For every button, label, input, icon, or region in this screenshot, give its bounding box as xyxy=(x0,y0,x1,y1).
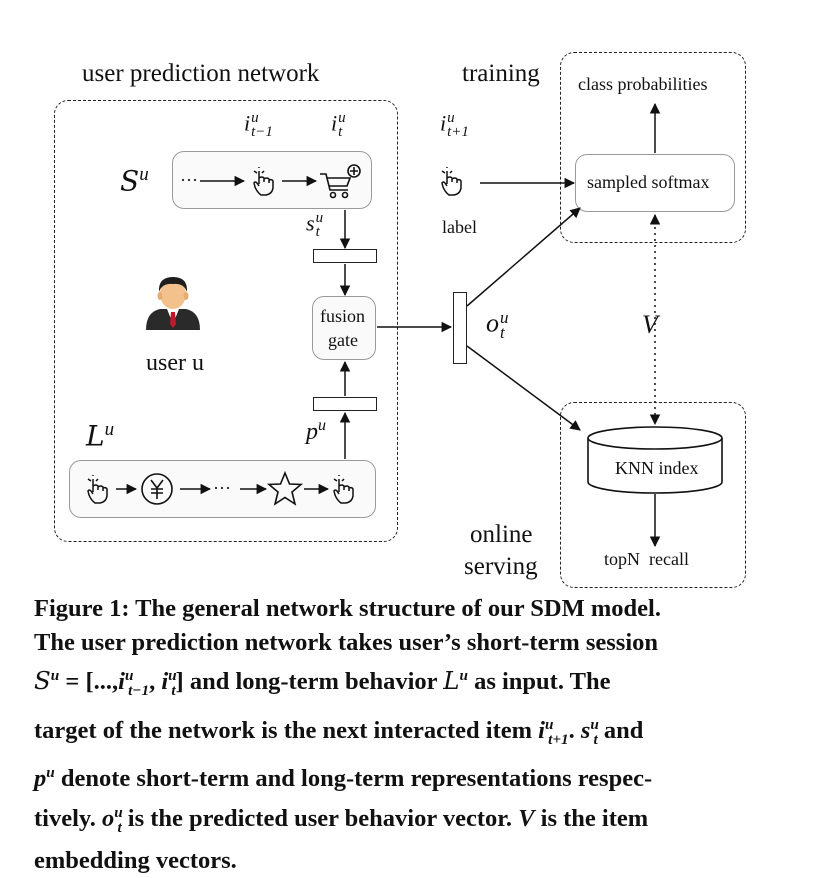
user-avatar-icon xyxy=(146,277,200,330)
caption-line-5: pu denote short-term and long-term repre… xyxy=(34,764,653,793)
figure-caption: Figure 1: The general network structure … xyxy=(34,592,814,878)
caption-line-2: The user prediction network takes user’s… xyxy=(34,628,659,656)
caption-line-3: Su = [...,iut−1, iut] and long-term beha… xyxy=(34,666,611,700)
caption-line-1: Figure 1: The general network structure … xyxy=(34,595,661,622)
diagram-connectors xyxy=(87,102,723,548)
click-icon xyxy=(441,167,462,196)
training-title: training xyxy=(462,60,540,87)
sampled-softmax-label: sampled softmax xyxy=(587,172,710,192)
sampled-softmax-box xyxy=(575,154,735,212)
online-serving-title-2: serving xyxy=(464,553,538,580)
output-to-softmax-arrow xyxy=(466,207,581,307)
long-term-ellipsis: ··· xyxy=(213,478,231,498)
knn-index-label: KNN index xyxy=(615,458,699,478)
user-prediction-network-box xyxy=(54,100,398,542)
caption-line-7: embedding vectors. xyxy=(34,847,237,875)
caption-line-4: target of the network is the next intera… xyxy=(34,715,644,748)
long-term-vector xyxy=(313,397,377,411)
fusion-gate-label-1: fusion xyxy=(320,306,365,326)
short-term-session-symbol: Su xyxy=(120,164,149,198)
short-term-ellipsis: ··· xyxy=(180,170,198,190)
click-icon xyxy=(87,475,108,504)
class-probabilities-label: class probabilities xyxy=(578,74,708,94)
caption-line-6: tively. out is the predicted user behavi… xyxy=(34,803,649,836)
user-behavior-vector xyxy=(453,292,467,364)
fusion-gate-label-2: gate xyxy=(328,330,358,350)
user-label: user u xyxy=(146,350,204,376)
output-to-knn-arrow xyxy=(466,345,581,431)
long-term-rep-symbol: pu xyxy=(306,417,326,445)
cart-icon xyxy=(320,164,361,199)
topn-recall-label: topN recall xyxy=(604,549,689,569)
label-text: label xyxy=(442,217,477,237)
click-icon xyxy=(253,167,274,196)
knn-index-cylinder xyxy=(587,426,723,494)
fusion-gate-box xyxy=(312,296,376,360)
short-term-vector xyxy=(313,249,377,263)
purchase-icon xyxy=(141,473,173,505)
favorite-star-icon xyxy=(266,470,304,506)
click-icon xyxy=(333,475,354,504)
user-network-title: user prediction network xyxy=(82,60,320,87)
online-serving-title-1: online xyxy=(470,521,533,548)
long-term-behavior-symbol: Lu xyxy=(86,419,115,453)
